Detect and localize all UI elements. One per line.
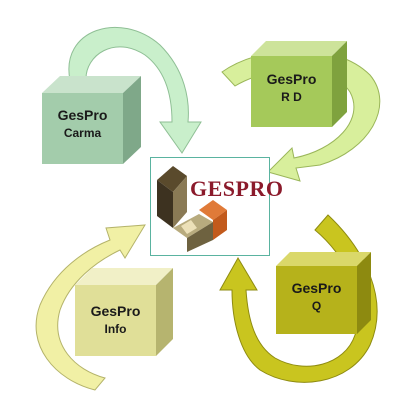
- cube-q-label: GesPro Q: [276, 279, 357, 315]
- cube-q-title: GesPro: [291, 280, 342, 296]
- gespro-logo-icon: [157, 166, 227, 252]
- cube-info-subtitle: Info: [104, 322, 127, 336]
- cube-q-subtitle: Q: [311, 299, 322, 313]
- cube-rd-label: GesPro R D: [251, 70, 332, 106]
- arrow-q-to-center: [219, 214, 378, 383]
- cube-carma-label: GesPro Carma: [42, 106, 123, 142]
- gespro-logo-box: [150, 157, 270, 256]
- cube-rd-subtitle: R D: [281, 90, 302, 104]
- arrow-carma-to-center: [68, 27, 202, 154]
- cube-q: [276, 252, 371, 334]
- cube-carma-subtitle: Carma: [63, 126, 102, 140]
- logo-wordmark: GESPRO: [190, 176, 284, 201]
- arrow-info-to-center: [35, 224, 146, 391]
- cube-carma: [42, 76, 141, 164]
- cube-carma-title: GesPro: [57, 107, 108, 123]
- cube-info-title: GesPro: [90, 303, 141, 319]
- gespro-logo-text: GESPRO: [190, 176, 283, 202]
- cube-info-label: GesPro Info: [75, 302, 156, 338]
- cube-rd: [251, 41, 347, 127]
- cube-info: [75, 268, 173, 356]
- cube-rd-title: GesPro: [266, 71, 317, 87]
